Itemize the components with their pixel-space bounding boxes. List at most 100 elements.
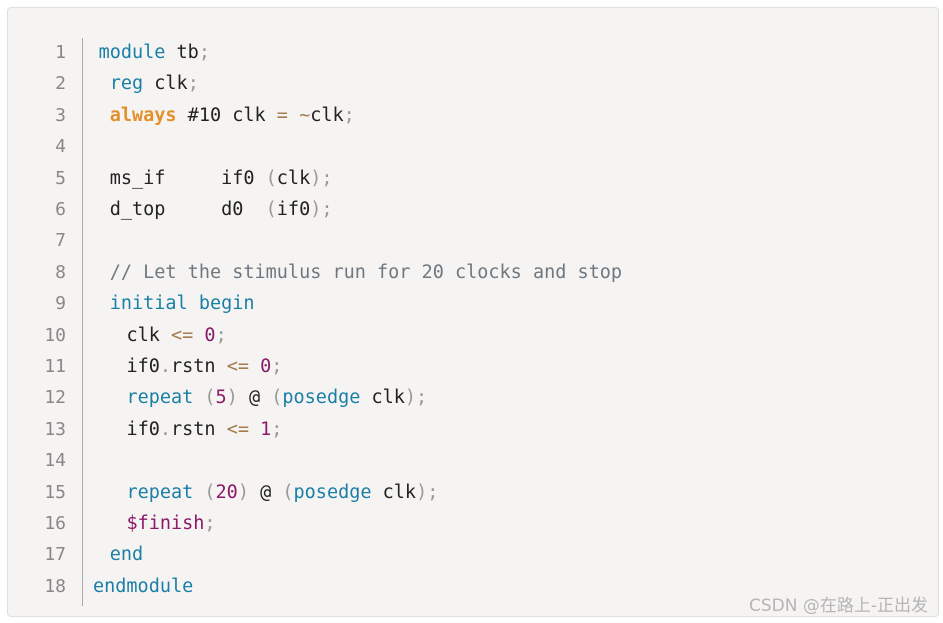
line-number: 12 bbox=[44, 387, 66, 409]
code-token-punct: ( bbox=[265, 199, 277, 220]
code-token-punct: ; bbox=[204, 513, 216, 534]
line-number: 9 bbox=[55, 293, 66, 315]
line-code: reg clk; bbox=[110, 68, 199, 99]
code-token-number: 0 bbox=[204, 324, 216, 346]
code-token-default: clk bbox=[360, 387, 405, 409]
code-token-punct: ( bbox=[282, 481, 294, 503]
line-code: d_top d0 (if0); bbox=[110, 194, 333, 225]
code-token-default: rstn bbox=[171, 356, 227, 377]
line-number: 8 bbox=[55, 261, 66, 283]
code-token-default: #10 clk bbox=[176, 104, 277, 126]
code-token-keyword: repeat bbox=[126, 481, 194, 503]
code-token-keyword: endmodule bbox=[93, 575, 194, 597]
code-token-default: @ bbox=[248, 481, 283, 503]
line-code: // Let the stimulus run for 20 clocks an… bbox=[110, 257, 622, 288]
code-token-default: d_top d0 bbox=[109, 199, 266, 220]
code-token-punct: ); bbox=[404, 387, 428, 409]
code-token-default: clk bbox=[276, 167, 311, 189]
line-code: initial begin bbox=[110, 288, 255, 319]
line-number: 14 bbox=[44, 450, 66, 472]
line-number: 3 bbox=[55, 104, 66, 126]
code-token-punct: . bbox=[159, 418, 171, 440]
code-token-punct: ); bbox=[310, 199, 333, 220]
code-token-punct: ; bbox=[271, 356, 283, 377]
code-token-always: always bbox=[109, 104, 177, 126]
code-token-punct: ) bbox=[237, 481, 249, 503]
code-token-operator: ~ bbox=[299, 104, 311, 126]
line-number: 18 bbox=[44, 575, 66, 597]
code-token-comment: // Let the stimulus run for 20 clocks an… bbox=[109, 261, 623, 283]
code-token-default: clk bbox=[310, 104, 344, 126]
line-number: 7 bbox=[55, 230, 66, 252]
code-token-punct: ; bbox=[271, 418, 283, 440]
gutter-divider bbox=[82, 38, 83, 606]
code-token-punct: ) bbox=[226, 387, 238, 409]
code-token-number: 5 bbox=[215, 387, 227, 409]
line-number: 15 bbox=[44, 481, 66, 503]
code-token-default bbox=[288, 105, 299, 126]
code-token-punct: . bbox=[159, 356, 171, 377]
line-code: repeat (20) @ (posedge clk); bbox=[126, 477, 438, 508]
code-token-keyword: posedge bbox=[293, 481, 372, 503]
line-code: if0.rstn <= 1; bbox=[126, 414, 282, 445]
code-token-punct: ( bbox=[204, 387, 216, 409]
code-token-punct: ; bbox=[343, 104, 355, 126]
code-token-punct: ; bbox=[187, 73, 199, 95]
code-token-operator: = bbox=[276, 104, 288, 126]
code-token-default: tb bbox=[165, 42, 199, 63]
code-token-punct: ); bbox=[310, 167, 333, 189]
code-token-keyword: module bbox=[98, 42, 166, 63]
code-token-punct: ; bbox=[198, 42, 210, 63]
line-number: 11 bbox=[44, 356, 66, 377]
code-token-number: 1 bbox=[260, 418, 272, 440]
code-token-punct: ( bbox=[265, 167, 277, 189]
line-number: 1 bbox=[55, 42, 66, 63]
code-token-operator: <= bbox=[171, 324, 194, 346]
code-token-keyword: reg bbox=[109, 73, 144, 95]
code-token-number: 20 bbox=[215, 481, 238, 503]
code-token-default: ms_if if0 bbox=[109, 167, 266, 189]
line-number: 4 bbox=[55, 136, 66, 158]
code-token-keyword: end bbox=[109, 544, 144, 566]
code-token-default bbox=[249, 356, 260, 377]
line-code: if0.rstn <= 0; bbox=[126, 351, 282, 382]
code-token-default bbox=[193, 482, 204, 503]
code-token-default: if0 bbox=[126, 356, 160, 377]
line-code: end bbox=[110, 539, 143, 570]
code-token-keyword: repeat bbox=[126, 387, 194, 409]
line-code: repeat (5) @ (posedge clk); bbox=[126, 382, 427, 413]
code-token-punct: ( bbox=[204, 481, 216, 503]
code-token-default: clk bbox=[143, 73, 188, 95]
line-code: ms_if if0 (clk); bbox=[110, 163, 333, 194]
line-code: always #10 clk = ~clk; bbox=[110, 100, 355, 131]
line-code: clk <= 0; bbox=[126, 320, 226, 351]
code-token-default: rstn bbox=[171, 418, 227, 440]
code-token-keyword: initial begin bbox=[109, 293, 255, 315]
code-token-default: clk bbox=[126, 324, 171, 346]
code-token-punct: ); bbox=[416, 481, 439, 503]
line-number: 17 bbox=[44, 544, 66, 566]
code-token-operator: <= bbox=[226, 418, 249, 440]
line-number: 13 bbox=[44, 418, 66, 440]
code-token-default bbox=[193, 387, 204, 408]
line-number: 5 bbox=[55, 167, 66, 189]
code-token-keyword: posedge bbox=[282, 387, 361, 409]
line-code: module tb; bbox=[99, 37, 210, 68]
csdn-watermark: CSDN @在路上-正出发 bbox=[748, 596, 928, 616]
line-number: 2 bbox=[55, 73, 66, 95]
code-token-default: if0 bbox=[276, 199, 311, 220]
code-token-operator: <= bbox=[226, 356, 249, 377]
code-token-number: 0 bbox=[260, 356, 272, 377]
code-token-default: if0 bbox=[126, 418, 160, 440]
line-number: 6 bbox=[55, 199, 66, 220]
line-number: 10 bbox=[44, 324, 66, 346]
line-number: 16 bbox=[44, 513, 66, 534]
code-token-default bbox=[193, 325, 204, 346]
code-token-punct: ( bbox=[271, 387, 283, 409]
code-token-default: clk bbox=[371, 481, 417, 503]
code-token-default: @ bbox=[237, 387, 272, 409]
code-token-system: $finish bbox=[126, 513, 205, 534]
code-token-punct: ; bbox=[215, 324, 227, 346]
line-code: $finish; bbox=[126, 508, 215, 539]
